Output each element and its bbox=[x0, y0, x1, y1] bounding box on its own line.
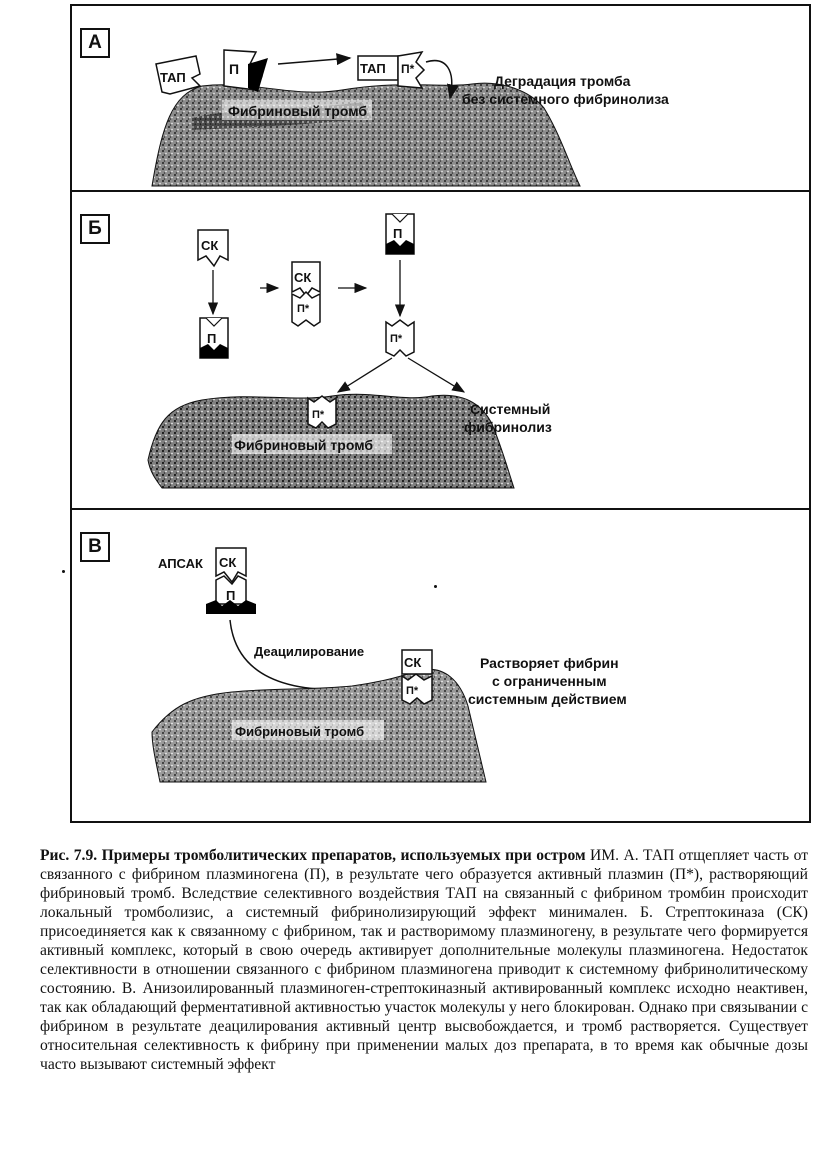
sk-complex-b bbox=[291, 261, 321, 298]
plasmin-on-clot-b bbox=[307, 395, 337, 429]
systemic-line1-b: Системный bbox=[470, 401, 550, 417]
p-label-a: П bbox=[229, 61, 239, 77]
deacylation-label-c: Деацилирование bbox=[254, 644, 364, 659]
result-line2-a: без системного фибринолиза bbox=[462, 91, 669, 107]
tap-right-label-a: ТАП bbox=[360, 61, 386, 76]
sk-molecule-c bbox=[215, 547, 247, 584]
panel-a-diagram: Фибриновый тромб ТАП П ТАП П* Деградация… bbox=[151, 49, 669, 187]
plasmin-right-c bbox=[401, 673, 433, 705]
sk-molecule-b bbox=[197, 229, 229, 268]
degradation-arrow-a bbox=[425, 59, 459, 100]
sk-complex-label-b: СК bbox=[294, 270, 311, 285]
clot-label-c: Фибриновый тромб bbox=[235, 724, 364, 739]
p-star-label-c: П* bbox=[406, 685, 419, 697]
p-bottom-label-b: П bbox=[207, 331, 216, 346]
result-line2-c: с ограниченным bbox=[492, 673, 607, 689]
panel-a-label: А bbox=[80, 28, 110, 58]
plasminogen-c bbox=[215, 575, 247, 605]
activation-arrow-a bbox=[277, 53, 352, 66]
clot-label-a: Фибриновый тромб bbox=[228, 103, 367, 119]
panel-b: Б СК П СК П* bbox=[70, 190, 811, 510]
sk-right-label-c: СК bbox=[404, 655, 421, 670]
p-star-label-a: П* bbox=[401, 62, 415, 76]
plasmin-right-a bbox=[397, 50, 426, 89]
scan-dot bbox=[62, 570, 65, 573]
p-star-mid-label-b: П* bbox=[390, 333, 403, 345]
panel-c-label: В bbox=[80, 532, 110, 562]
result-line3-c: системным действием bbox=[468, 691, 627, 707]
p-star-clot-label-b: П* bbox=[312, 409, 325, 421]
caption-text: ИМ. А. ТАП отщепляет часть от связанного… bbox=[40, 847, 809, 1073]
tap-molecule-a bbox=[155, 55, 202, 95]
p-star-complex-label-b: П* bbox=[297, 303, 310, 315]
panel-c-diagram: АПСАК СК П Деацилирование Фибриновый тро… bbox=[151, 547, 627, 783]
result-line1-c: Растворяет фибрин bbox=[480, 655, 619, 671]
plasmin-mid-b bbox=[385, 319, 415, 357]
panel-b-diagram: СК П СК П* П П* Фибриновый тромб bbox=[147, 213, 552, 489]
apsak-label-c: АПСАК bbox=[158, 556, 203, 571]
sk-right-c bbox=[401, 649, 433, 675]
result-line1-a: Деградация тромба bbox=[494, 73, 631, 89]
sk-label-c: СК bbox=[219, 555, 236, 570]
sk-label-b: СК bbox=[201, 238, 218, 253]
panel-c: В АПСАК СК П Деацилирование Фибрино bbox=[70, 508, 811, 823]
p-top-right-label-b: П bbox=[393, 226, 402, 241]
caption-lead: Рис. 7.9. Примеры тромболитических препа… bbox=[40, 847, 586, 864]
tap-label-a: ТАП bbox=[160, 70, 186, 85]
plasmin-complex-b bbox=[291, 290, 321, 327]
acyl-block-c bbox=[206, 600, 256, 614]
scan-dot bbox=[434, 585, 437, 588]
systemic-line2-b: фибринолиз bbox=[464, 419, 552, 435]
panel-a: А Фибриновый тромб ТАП bbox=[70, 4, 811, 192]
tap-molecule-right-a bbox=[357, 55, 399, 81]
figure-caption: Рис. 7.9. Примеры тромболитических препа… bbox=[40, 846, 808, 1074]
clot-label-b: Фибриновый тромб bbox=[234, 437, 373, 453]
panel-b-label: Б bbox=[80, 214, 110, 244]
p-label-c: П bbox=[226, 588, 235, 603]
